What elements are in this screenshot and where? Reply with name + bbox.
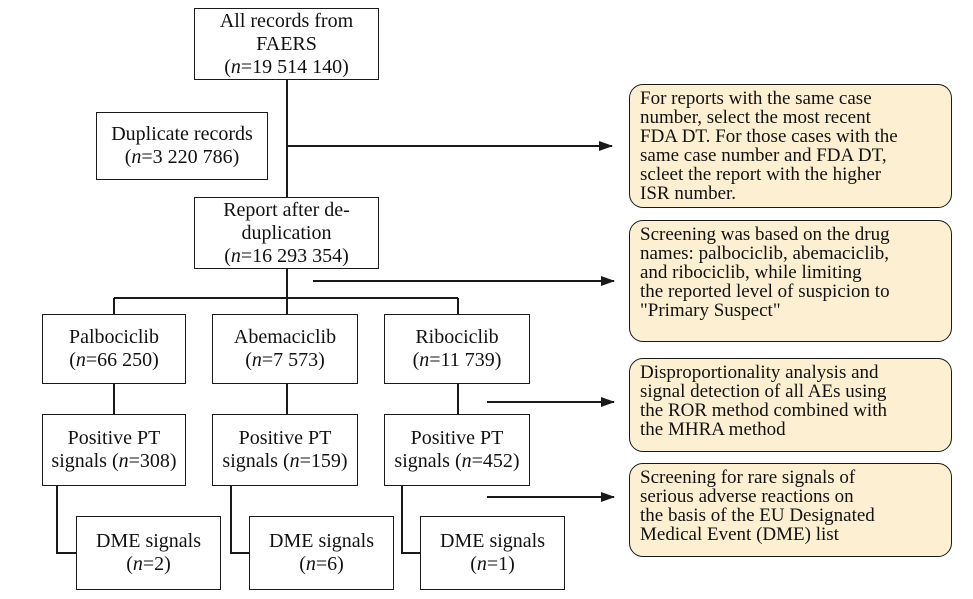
- dedup-rule-line: For reports with the same case: [640, 88, 872, 109]
- dedup-rule-line: ISR number.: [640, 183, 737, 204]
- duplicate-records-label: Duplicate records: [111, 123, 253, 145]
- screening-note: Screening was based on the drug names: p…: [629, 220, 952, 342]
- pt-ribociclib-line1: Positive PT: [410, 427, 504, 449]
- after-dedup-count: (n=16 293 354): [224, 244, 349, 267]
- after-dedup-line1: Report after de-: [223, 198, 350, 221]
- palbociclib-box: Palbociclib (n=66 250): [42, 314, 186, 384]
- abemaciclib-box: Abemaciclib (n=7 573): [212, 314, 358, 384]
- palbociclib-label: Palbociclib: [69, 326, 159, 348]
- screening-line: "Primary Suspect": [640, 300, 781, 321]
- dme-ribociclib-count: (n=1): [470, 553, 515, 575]
- rare-signals-line: Screening for rare signals of: [640, 467, 856, 488]
- duplicate-records-box: Duplicate records (n=3 220 786): [96, 112, 268, 180]
- pt-abemaciclib-line1: Positive PT: [238, 427, 332, 449]
- pt-palbociclib-line2: signals (n=308): [51, 450, 177, 472]
- pt-abemaciclib-line2: signals (n=159): [222, 450, 348, 472]
- pt-ribociclib-box: Positive PT signals (n=452): [384, 414, 530, 486]
- pt-to-dme-abema-line: [230, 486, 249, 554]
- screening-line: the reported level of suspicion to: [640, 281, 890, 302]
- dedup-rule-line: scleet the report with the higher: [640, 164, 882, 185]
- abemaciclib-label: Abemaciclib: [233, 326, 337, 348]
- rare-signals-line: serious adverse reactions on: [640, 486, 854, 507]
- all-records-line2: FAERS: [256, 32, 317, 55]
- abemaciclib-count: (n=7 573): [245, 349, 325, 371]
- pt-to-dme-palbo-line: [56, 486, 76, 554]
- rare-signals-line: Medical Event (DME) list: [640, 524, 839, 545]
- dedup-rule-line: number, select the most recent: [640, 107, 871, 128]
- screening-line: Screening was based on the drug: [640, 224, 890, 245]
- ribociclib-label: Ribociclib: [415, 326, 499, 348]
- after-dedup-line2: duplication: [241, 221, 332, 244]
- dme-abemaciclib-box: DME signals (n=6): [249, 516, 394, 590]
- dedup-rule-line: same case number and FDA DT,: [640, 145, 887, 166]
- dedup-rule-note: For reports with the same case number, s…: [629, 84, 952, 208]
- pt-ribociclib-line2: signals (n=452): [394, 450, 520, 472]
- dme-abemaciclib-count: (n=6): [299, 553, 344, 575]
- pt-palbociclib-line1: Positive PT: [67, 427, 161, 449]
- all-records-box: All records from FAERS (n=19 514 140): [194, 8, 379, 80]
- disproportionality-line: the MHRA method: [640, 419, 786, 440]
- dme-palbociclib-count: (n=2): [126, 553, 171, 575]
- dedup-rule-line: FDA DT. For those cases with the: [640, 126, 898, 147]
- ribociclib-count: (n=11 739): [412, 349, 502, 371]
- screening-line: and ribociclib, while limiting: [640, 262, 862, 283]
- duplicate-records-count: (n=3 220 786): [124, 146, 240, 168]
- pt-to-dme-ribo-line: [401, 486, 420, 554]
- disproportionality-line: signal detection of all AEs using: [640, 381, 887, 402]
- palbociclib-count: (n=66 250): [69, 349, 159, 371]
- after-dedup-box: Report after de- duplication (n=16 293 3…: [194, 197, 379, 269]
- dme-ribociclib-label: DME signals: [440, 530, 545, 552]
- dme-abemaciclib-label: DME signals: [269, 530, 374, 552]
- dme-palbociclib-label: DME signals: [96, 530, 201, 552]
- ribociclib-box: Ribociclib (n=11 739): [384, 314, 530, 384]
- rare-signals-line: the basis of the EU Designated: [640, 505, 875, 526]
- rare-signals-note: Screening for rare signals of serious ad…: [629, 463, 952, 557]
- disproportionality-line: Disproportionality analysis and: [640, 362, 879, 383]
- screening-line: names: palbociclib, abemaciclib,: [640, 243, 890, 264]
- all-records-count: (n=19 514 140): [224, 55, 349, 78]
- pt-palbociclib-box: Positive PT signals (n=308): [42, 414, 186, 486]
- disproportionality-line: the ROR method combined with: [640, 400, 887, 421]
- disproportionality-note: Disproportionality analysis and signal d…: [629, 358, 952, 452]
- all-records-line1: All records from: [219, 9, 354, 32]
- dme-ribociclib-box: DME signals (n=1): [420, 516, 565, 590]
- pt-abemaciclib-box: Positive PT signals (n=159): [212, 414, 358, 486]
- dme-palbociclib-box: DME signals (n=2): [76, 516, 221, 590]
